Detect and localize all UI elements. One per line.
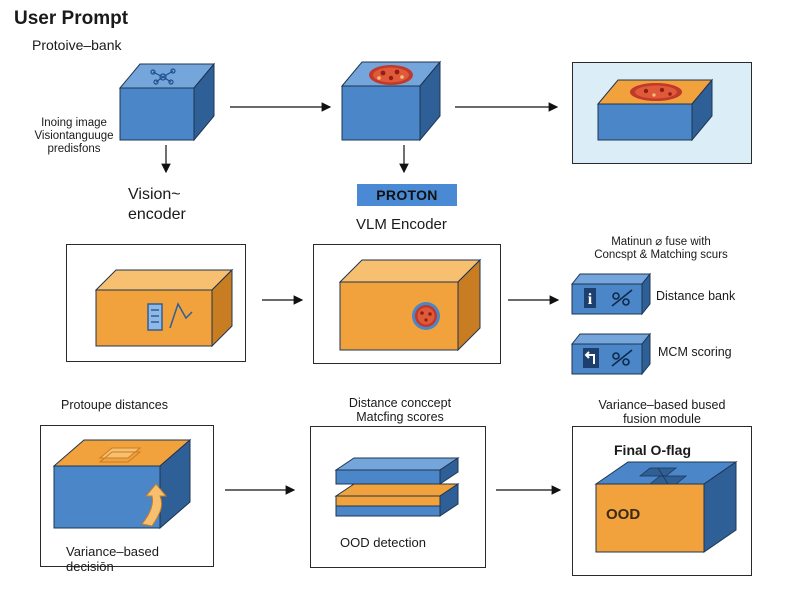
variance-decision-line2: decisiōn xyxy=(66,558,114,574)
vlm-cube-shape xyxy=(340,60,442,142)
grid-icon xyxy=(98,447,142,463)
page-subtitle: Protoive–bank xyxy=(32,37,122,53)
input-cube-shape xyxy=(118,62,216,142)
ood-stack xyxy=(334,457,460,517)
output-cube-shape xyxy=(596,78,714,142)
proton-badge: PROTON xyxy=(357,184,457,206)
distance-concept-line1: Distance conccept xyxy=(348,396,452,410)
variance-fusion-line1: Variance–based bused xyxy=(598,398,726,412)
distance-concept-caption: Distance conccept Matcfing scores xyxy=(330,396,470,425)
fuse-caption: Matinun ⌀ fuse with Concspt & Matching s… xyxy=(566,236,756,262)
final-flag-label: Final O-flag xyxy=(614,442,691,458)
input-caption-line1: Inoing image xyxy=(41,117,107,129)
vlm-orange-cube xyxy=(338,258,482,352)
pizza-image-icon xyxy=(369,65,413,85)
distance-bank-label: Distance bank xyxy=(656,289,736,303)
prototype-distances-label: Protoupe distances xyxy=(61,398,169,412)
final-flag-cube xyxy=(594,461,738,553)
mcm-scoring-label: MCM scoring xyxy=(658,345,732,359)
ood-box-label: OOD xyxy=(606,506,641,523)
page-title: User Prompt xyxy=(14,8,129,29)
document-chart-icon xyxy=(147,302,193,331)
distance-concept-line2: Matcfing scores xyxy=(356,410,444,425)
svg-text:i: i xyxy=(588,291,593,308)
pizza-image-icon xyxy=(412,302,440,330)
decision-cube xyxy=(52,438,192,530)
input-caption-line3: predisfons xyxy=(47,143,101,156)
pizza-slice-icon xyxy=(630,83,682,101)
distance-bank-cube: i xyxy=(570,272,652,316)
input-caption: Inoing image Visiontanguuge predisfons xyxy=(14,117,134,157)
ood-detection-label: OOD detection xyxy=(340,535,426,550)
link-icon xyxy=(611,349,633,367)
vision-label-line2: encoder xyxy=(128,206,186,224)
mcm-scoring-cube xyxy=(570,332,652,376)
variance-fusion-line2: fusion module xyxy=(623,412,701,427)
fuse-caption-line2: Concspt & Matching scurs xyxy=(594,249,728,262)
curved-up-arrow-icon xyxy=(141,483,168,527)
fuse-caption-line1: Matinun ⌀ fuse with xyxy=(611,236,711,248)
network-icon xyxy=(150,68,176,85)
grid-icon xyxy=(638,467,688,485)
vision-label-line1: Vision~ xyxy=(128,186,181,203)
vlm-encoder-label: VLM Encoder xyxy=(356,216,447,233)
info-icon: i xyxy=(584,288,596,308)
vision-encoder-label: Vision~ encoder xyxy=(128,186,186,225)
variance-fusion-caption: Variance–based bused fusion module xyxy=(572,398,752,427)
input-caption-line2: Visiontanguuge xyxy=(34,130,114,143)
variance-decision-line1: Variance–based xyxy=(66,544,159,559)
variance-decision-label: Variance–based decisiōn xyxy=(66,544,159,575)
link-icon xyxy=(611,289,633,307)
return-arrow-icon xyxy=(583,348,599,368)
document-cube xyxy=(94,268,234,348)
